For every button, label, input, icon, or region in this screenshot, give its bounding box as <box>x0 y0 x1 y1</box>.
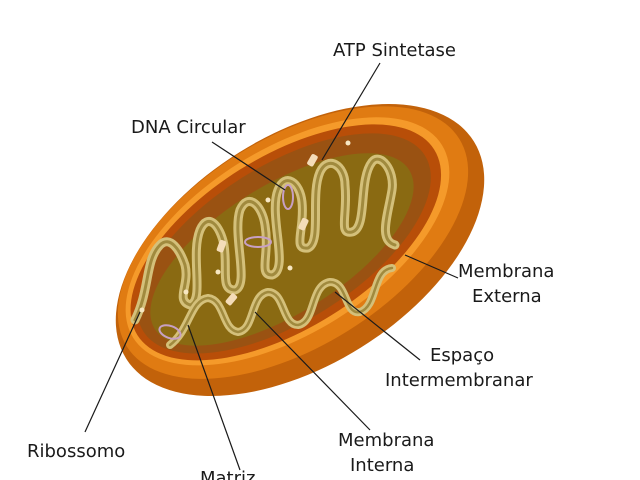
label-espaco-line1: Espaço <box>430 345 494 366</box>
label-membrana-externa-line1: Membrana <box>458 261 554 282</box>
leader-ribossomo <box>85 312 140 432</box>
label-membrana-externa-line2: Externa <box>472 286 542 307</box>
label-ribossomo: Ribossomo <box>27 441 125 462</box>
label-espaco-line2: Intermembranar <box>385 370 533 391</box>
label-atp-sintetase: ATP Sintetase <box>333 40 456 61</box>
label-membrana-interna-line1: Membrana <box>338 430 434 451</box>
label-dna-circular: DNA Circular <box>131 117 246 138</box>
label-membrana-interna-line2: Interna <box>350 455 414 476</box>
label-matriz: Matriz <box>200 468 255 480</box>
